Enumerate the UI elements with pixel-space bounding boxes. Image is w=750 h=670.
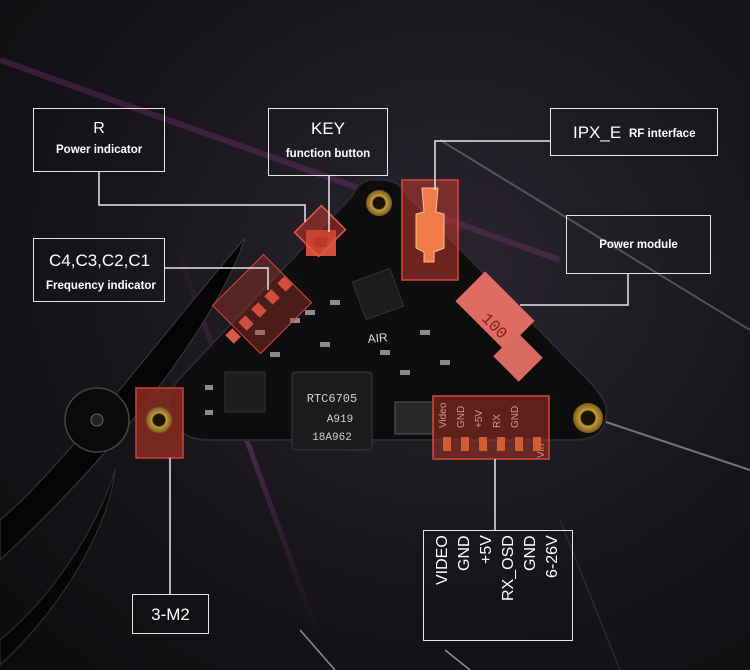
propeller xyxy=(0,237,246,666)
pin-label-vin: 6-26V xyxy=(544,535,561,578)
callout-mount-holes: 3-M2 xyxy=(132,594,209,634)
leader-lines xyxy=(98,140,629,594)
mount-hole-right xyxy=(573,403,603,433)
key-highlight xyxy=(293,204,347,258)
callout-title: KEY xyxy=(310,119,346,138)
pin-label-gnd-2: GND xyxy=(522,535,539,571)
pin-label-5v: +5V xyxy=(478,535,495,564)
callout-rf-interface: IPX_E RF interface xyxy=(550,108,718,156)
callout-subtitle: Frequency indicator xyxy=(46,280,156,292)
callout-frequency-indicator: C4,C3,C2,C1 Frequency indicator xyxy=(33,238,165,302)
capacitor xyxy=(455,271,535,351)
callout-subtitle: RF interface xyxy=(629,128,696,140)
callout-power-indicator: R Power indicator xyxy=(33,108,165,172)
callout-power-module: Power module xyxy=(566,215,711,274)
highlight-overlays xyxy=(135,179,550,460)
svg-text:RX: RX xyxy=(492,414,503,428)
callout-title: R xyxy=(93,120,105,137)
svg-text:+5V: +5V xyxy=(474,410,485,428)
svg-text:A919: A919 xyxy=(327,414,353,426)
ipx-connector xyxy=(415,187,445,263)
callout-title: C4,C3,C2,C1 xyxy=(49,251,151,270)
pins-highlight xyxy=(432,395,550,460)
pin-label-rx-osd: RX_OSD xyxy=(500,535,517,601)
svg-text:18A962: 18A962 xyxy=(312,432,352,444)
callout-pinout: VIDEO GND +5V RX_OSD GND 6-26V xyxy=(423,530,573,641)
callout-function-button: KEY function button xyxy=(268,108,388,176)
svg-text:Video: Video xyxy=(438,402,449,428)
svg-text:GND: GND xyxy=(510,406,521,428)
frequency-highlight xyxy=(211,253,313,355)
svg-text:AIR: AIR xyxy=(367,330,388,346)
rtc6705-chip xyxy=(291,371,373,451)
pin-label-list: VIDEO GND +5V RX_OSD GND 6-26V xyxy=(432,531,564,642)
callout-subtitle: function button xyxy=(285,148,371,160)
svg-text:RTC6705: RTC6705 xyxy=(307,392,357,406)
pin-label-video: VIDEO xyxy=(434,535,451,585)
callout-title: 3-M2 xyxy=(151,605,190,624)
mount-hole-top xyxy=(366,190,392,216)
callout-title: IPX_E xyxy=(573,123,622,142)
svg-text:GND: GND xyxy=(456,406,467,428)
callout-subtitle: Power indicator xyxy=(56,144,143,156)
frequency-leds xyxy=(225,276,293,344)
svg-text:Vin: Vin xyxy=(536,444,547,458)
pin-label-gnd: GND xyxy=(456,535,473,571)
vtx-board: RTC6705 A919 18A962 AIR xyxy=(167,178,608,458)
callout-subtitle: Power module xyxy=(599,239,678,251)
